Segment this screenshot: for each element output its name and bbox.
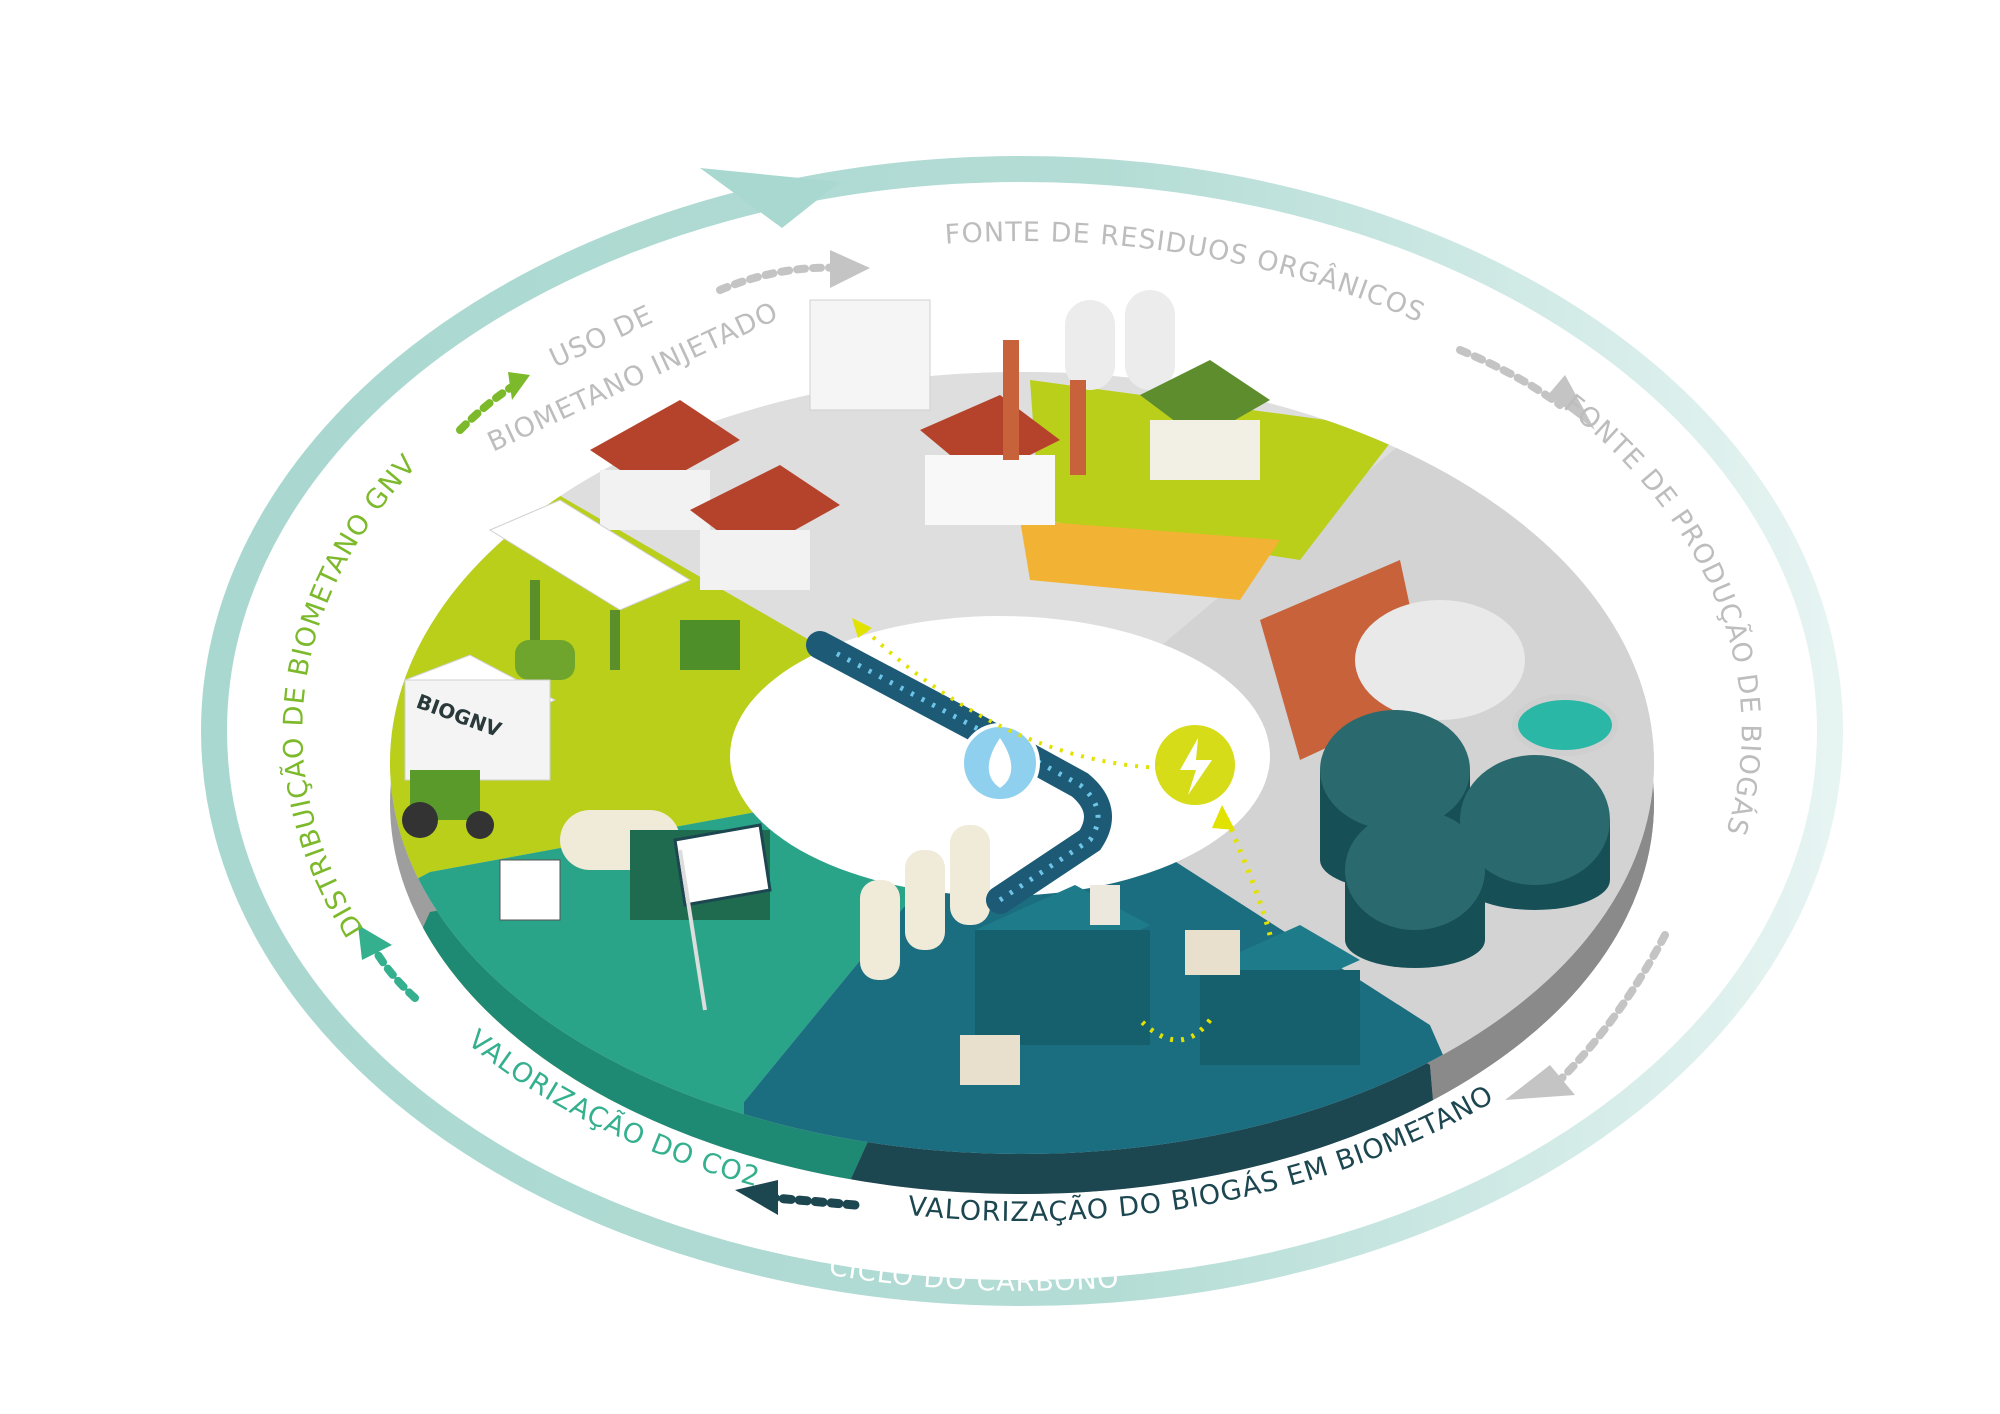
sector-biogas-upgrading [744, 763, 1600, 1154]
arrow-to-upgrading [1556, 931, 1669, 1084]
upgrading-plant [860, 825, 1360, 1085]
industry [809, 290, 1270, 525]
gnv-station: BIOGNV [402, 499, 772, 1011]
arrow-to-co2 [770, 1193, 860, 1210]
houses [590, 400, 840, 590]
arrow-to-biogas-production [1456, 346, 1564, 409]
flag [673, 823, 772, 907]
stage-arrows [358, 250, 1669, 1215]
arrow-to-organic-waste [716, 263, 844, 294]
compost-pile [1260, 560, 1430, 760]
svg-text:FONTE DE RESIDUOS ORGÂNICOS: FONTE DE RESIDUOS ORGÂNICOS [944, 217, 1430, 329]
arrow-to-distribution [371, 946, 419, 1002]
label-organic-waste: FONTE DE RESIDUOS ORGÂNICOS [944, 217, 1429, 329]
pipe-flow-dots [828, 647, 1101, 903]
biogas-digesters [1320, 600, 1618, 968]
crop-field [1020, 520, 1280, 600]
ring-arrowhead-icon [700, 168, 840, 228]
